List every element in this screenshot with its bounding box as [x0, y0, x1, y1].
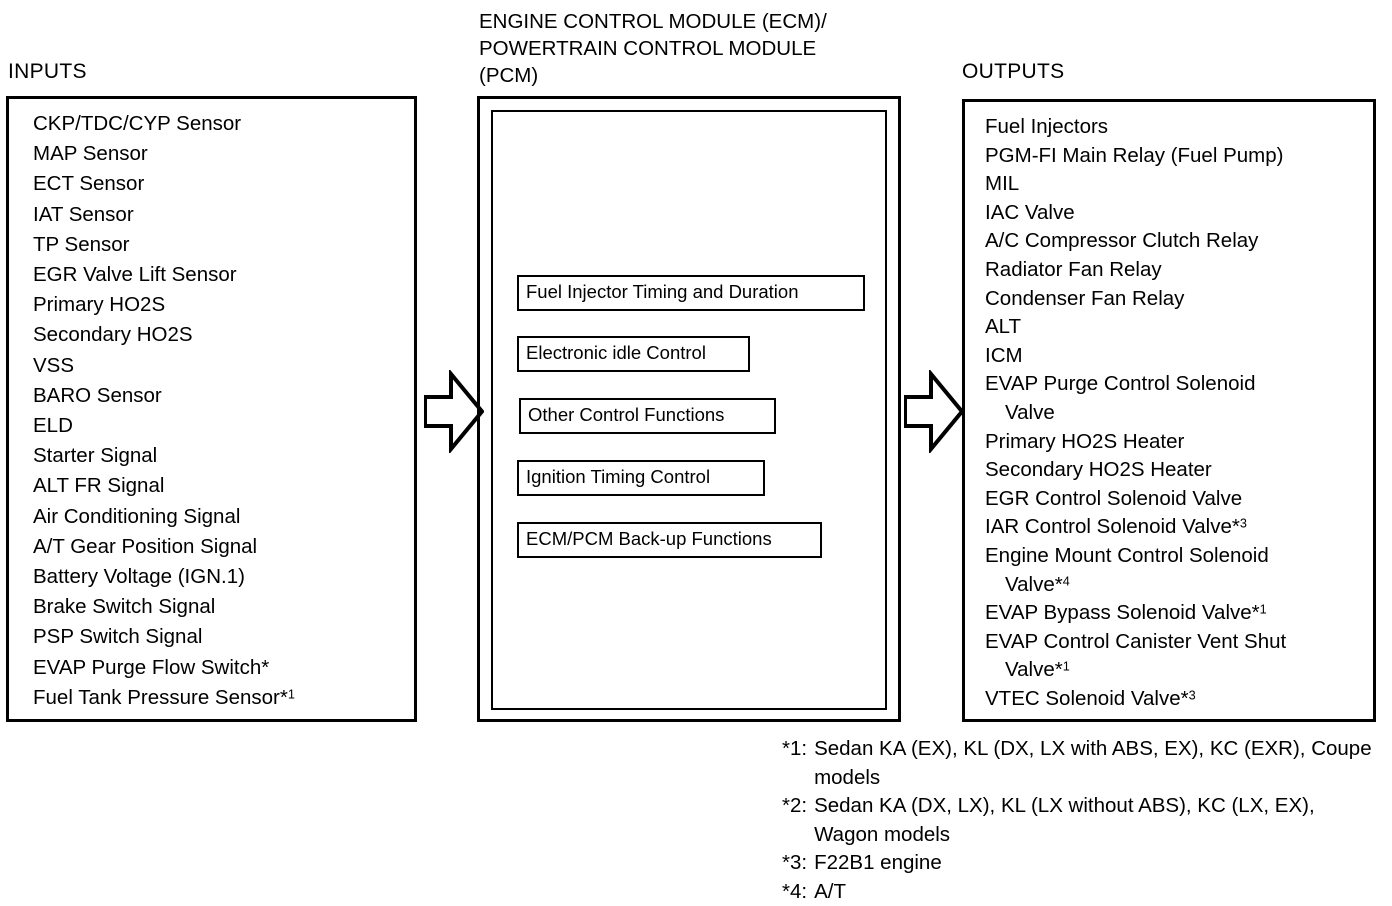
output-list-item: ICM — [985, 343, 1023, 367]
input-list-item: Air Conditioning Signal — [33, 504, 241, 528]
function-box-fuel-injector-timing: Fuel Injector Timing and Duration — [517, 275, 865, 311]
output-list-item: EVAP Control Canister Vent Shut — [985, 629, 1287, 653]
output-list-item: Valve*4 — [1005, 572, 1070, 596]
output-list-item: VTEC Solenoid Valve*3 — [985, 686, 1196, 710]
function-box-ecm-pcm-backup-functions: ECM/PCM Back-up Functions — [517, 522, 822, 558]
input-list-item: IAT Sensor — [33, 202, 134, 226]
output-list-item: Primary HO2S Heater — [985, 429, 1185, 453]
output-list-item: IAR Control Solenoid Valve*3 — [985, 515, 1247, 539]
footnote-item: *4:A/T — [782, 878, 1382, 906]
inputs-section-label: INPUTS — [8, 60, 87, 83]
input-list-item: A/T Gear Position Signal — [33, 534, 258, 558]
input-list-item: MAP Sensor — [33, 142, 148, 166]
input-list-item: CKP/TDC/CYP Sensor — [33, 112, 242, 135]
output-list-item: Radiator Fan Relay — [985, 257, 1162, 281]
footnote-marker: *4: — [782, 879, 808, 903]
footnote-marker: *3: — [782, 851, 808, 874]
footnote-text: Sedan KA (EX), KL (DX, LX with ABS, EX),… — [814, 737, 1372, 789]
input-list-item: EGR Valve Lift Sensor — [33, 263, 237, 287]
ecm-title: ENGINE CONTROL MODULE (ECM)/ POWERTRAIN … — [479, 8, 909, 89]
ecm-inner-box: Fuel Injector Timing and Duration Electr… — [491, 110, 887, 710]
input-list-item: ELD — [33, 414, 73, 438]
input-list-item: Brake Switch Signal — [33, 595, 216, 619]
output-list-item: Engine Mount Control Solenoid — [985, 543, 1269, 567]
footnote-marker: *1: — [782, 737, 808, 760]
input-list-item: ALT FR Signal — [33, 474, 165, 498]
input-list-item: ECT Sensor — [33, 172, 145, 196]
input-list-item: TP Sensor — [33, 232, 130, 256]
outputs-section-label: OUTPUTS — [962, 60, 1065, 83]
ecm-outer-box: Fuel Injector Timing and Duration Electr… — [477, 96, 901, 722]
output-list-item: Secondary HO2S Heater — [985, 458, 1212, 482]
ecm-title-line-2: POWERTRAIN CONTROL MODULE — [479, 37, 817, 60]
ecm-title-line-3: (PCM) — [479, 64, 539, 87]
output-list-item: ALT — [985, 315, 1022, 339]
output-list-item: A/C Compressor Clutch Relay — [985, 229, 1259, 253]
footnote-item: *3: F22B1 engine — [782, 849, 1382, 878]
output-list-item: EVAP Bypass Solenoid Valve*1 — [985, 601, 1267, 625]
footnote-item: *2: Sedan KA (DX, LX), KL (LX without ABS… — [782, 792, 1382, 849]
output-list-item: Valve — [1005, 400, 1055, 424]
function-box-electronic-idle-control: Electronic idle Control — [517, 336, 750, 372]
output-list-item: Valve*1 — [1005, 658, 1070, 682]
footnote-text: F22B1 engine — [814, 851, 942, 874]
input-list-item: Fuel Tank Pressure Sensor*1 — [33, 685, 295, 709]
arrow-inputs-to-ecm — [423, 368, 485, 455]
input-list-item: BARO Sensor — [33, 383, 162, 407]
input-list-item: Primary HO2S — [33, 293, 166, 317]
output-list-item: Fuel Injectors — [985, 115, 1109, 138]
input-list-item: VSS — [33, 353, 75, 377]
input-list-item: EVAP Purge Flow Switch* — [33, 655, 270, 679]
footnotes-block: *1: Sedan KA (EX), KL (DX, LX with ABS, E… — [782, 735, 1382, 906]
footnote-text: Sedan KA (DX, LX), KL (LX without ABS), … — [814, 794, 1315, 846]
footnote-item: *1: Sedan KA (EX), KL (DX, LX with ABS, E… — [782, 735, 1382, 792]
input-list-item: PSP Switch Signal — [33, 625, 203, 649]
input-list-item: Secondary HO2S — [33, 323, 193, 347]
function-box-ignition-timing-control: Ignition Timing Control — [517, 460, 765, 496]
input-list-item: Starter Signal — [33, 444, 158, 468]
output-list-item: Condenser Fan Relay — [985, 286, 1185, 310]
output-list-item: EGR Control Solenoid Valve — [985, 486, 1243, 510]
output-list-item: PGM-FI Main Relay (Fuel Pump) — [985, 143, 1284, 167]
output-list-item: IAC Valve — [985, 200, 1075, 224]
arrow-ecm-to-outputs — [903, 368, 965, 455]
function-box-other-control-functions: Other Control Functions — [519, 398, 776, 434]
footnote-text: A/T — [814, 879, 846, 903]
output-list-item: MIL — [985, 172, 1020, 196]
input-list-item: Battery Voltage (IGN.1) — [33, 565, 245, 589]
output-list-item: EVAP Purge Control Solenoid — [985, 372, 1256, 396]
ecm-title-line-1: ENGINE CONTROL MODULE (ECM)/ — [479, 10, 827, 33]
footnote-marker: *2: — [782, 794, 808, 817]
